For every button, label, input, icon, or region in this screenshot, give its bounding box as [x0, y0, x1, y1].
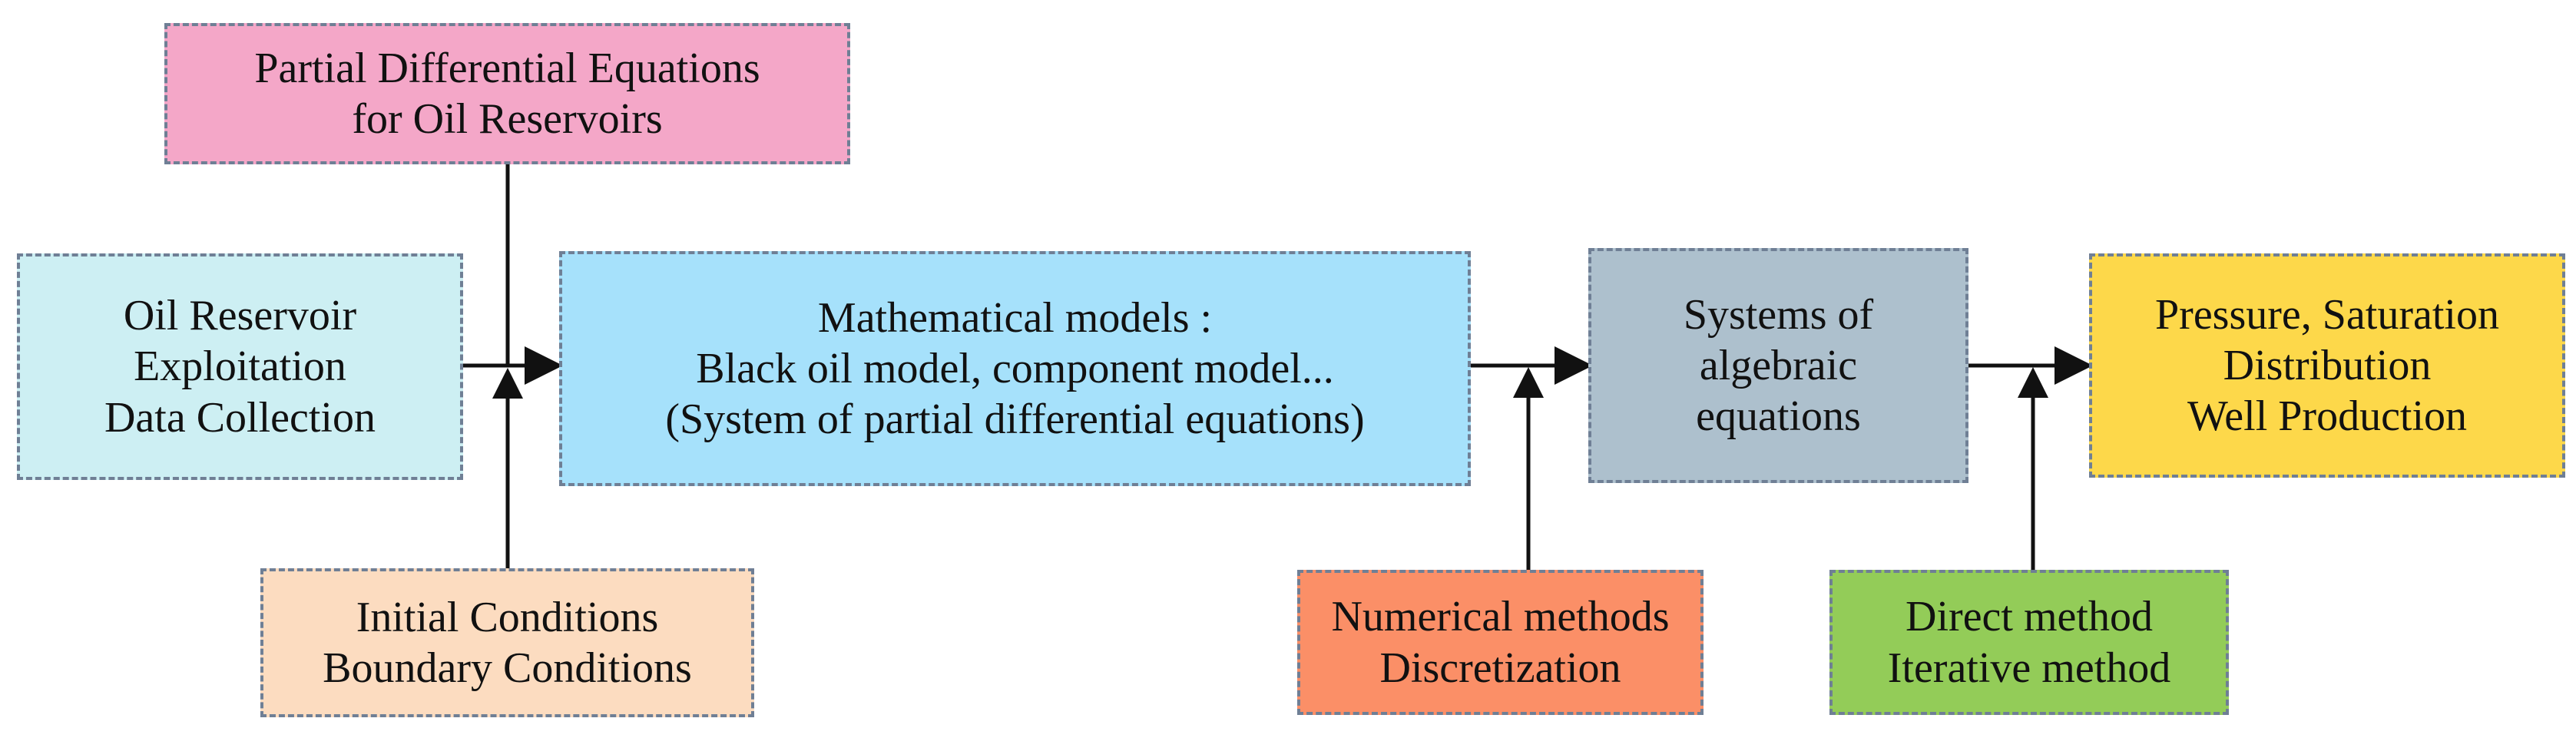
numerical-methods-line-2: Discretization — [1379, 644, 1621, 692]
algebraic-equations-box: Systems of algebraic equations — [1588, 248, 1968, 483]
data-collection-line-2: Exploitation — [134, 343, 346, 391]
algebraic-equations-line-1: Systems of — [1683, 290, 1874, 339]
pde-text: Partial Differential Equations for Oil R… — [254, 43, 760, 144]
output-text: Pressure, Saturation Distribution Well P… — [2155, 290, 2499, 442]
numerical-methods-box: Numerical methods Discretization — [1297, 570, 1704, 715]
data-collection-line-3: Data Collection — [104, 393, 376, 442]
numerical-methods-line-1: Numerical methods — [1331, 593, 1670, 641]
conditions-box: Initial Conditions Boundary Conditions — [260, 568, 754, 717]
output-line-2: Distribution — [2223, 341, 2432, 389]
mathematical-models-line-1: Mathematical models : — [817, 293, 1213, 342]
solver-methods-line-2: Iterative method — [1887, 644, 2171, 692]
conditions-line-1: Initial Conditions — [356, 593, 659, 641]
algebraic-equations-line-2: algebraic — [1699, 341, 1858, 389]
numerical-methods-text: Numerical methods Discretization — [1331, 591, 1669, 693]
pde-box: Partial Differential Equations for Oil R… — [164, 23, 850, 164]
pde-line-2: for Oil Reservoirs — [352, 95, 663, 143]
conditions-text: Initial Conditions Boundary Conditions — [323, 592, 692, 693]
mathematical-models-line-3: (System of partial differential equation… — [665, 395, 1365, 444]
data-collection-text: Oil Reservoir Exploitation Data Collecti… — [104, 290, 376, 442]
data-collection-line-1: Oil Reservoir — [123, 292, 357, 340]
mathematical-models-line-2: Black oil model, component model... — [696, 344, 1334, 392]
output-box: Pressure, Saturation Distribution Well P… — [2089, 253, 2565, 478]
algebraic-equations-line-3: equations — [1696, 392, 1861, 441]
solver-methods-box: Direct method Iterative method — [1829, 570, 2229, 715]
conditions-line-2: Boundary Conditions — [323, 644, 692, 692]
mathematical-models-box: Mathematical models : Black oil model, c… — [559, 251, 1471, 486]
algebraic-equations-text: Systems of algebraic equations — [1684, 290, 1873, 442]
pde-line-1: Partial Differential Equations — [254, 44, 760, 92]
data-collection-box: Oil Reservoir Exploitation Data Collecti… — [17, 253, 463, 480]
output-line-3: Well Production — [2187, 392, 2468, 441]
output-line-1: Pressure, Saturation — [2155, 290, 2499, 339]
solver-methods-line-1: Direct method — [1906, 593, 2153, 641]
solver-methods-text: Direct method Iterative method — [1888, 591, 2171, 693]
mathematical-models-text: Mathematical models : Black oil model, c… — [665, 293, 1364, 445]
